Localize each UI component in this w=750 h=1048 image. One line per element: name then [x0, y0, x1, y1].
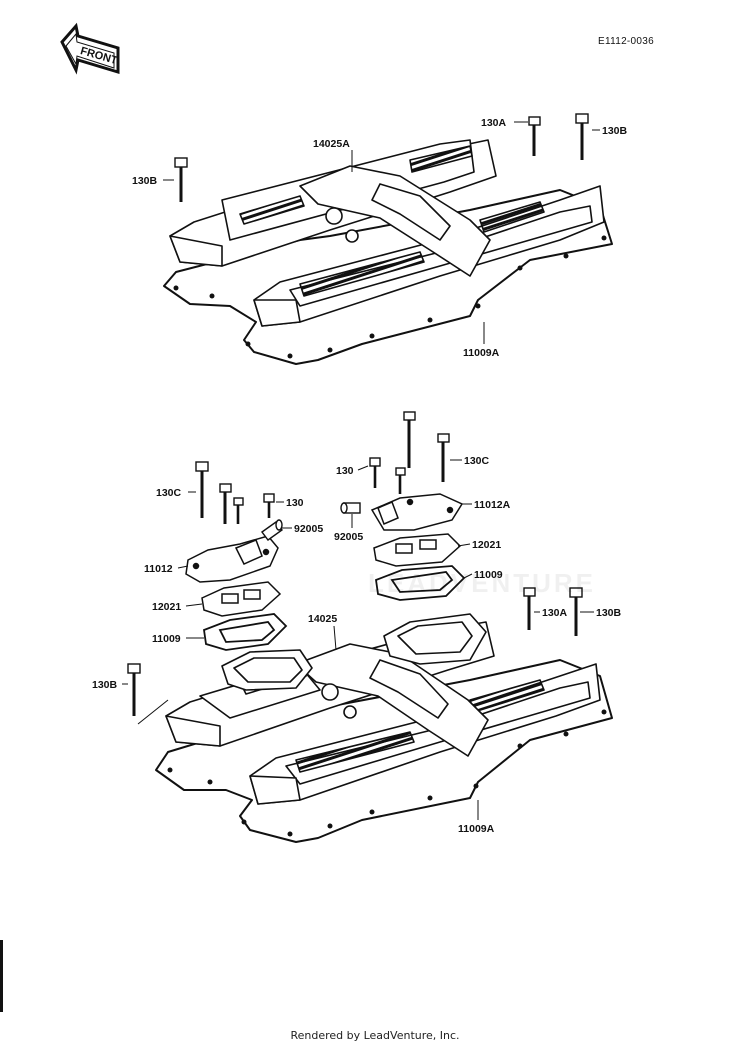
bolt-130B-upper-left — [174, 157, 188, 202]
reed-valve-12021-right — [373, 533, 462, 567]
label-11009-right: 11009 — [474, 569, 503, 581]
bolt-130-right-a — [369, 457, 381, 488]
label-130-right: 130 — [336, 465, 354, 477]
lower-gasket-11009A — [155, 659, 613, 843]
label-92005-left: 92005 — [294, 523, 323, 535]
upper-cylinder-head-cover — [163, 139, 613, 365]
label-130-left: 130 — [286, 497, 304, 509]
bolt-130-left-c — [263, 493, 275, 518]
bolt-130-left-b — [233, 497, 244, 524]
bolt-130B-lower-left — [127, 663, 141, 716]
label-130B-upper-right: 130B — [602, 125, 628, 137]
reed-valve-12021 — [201, 581, 282, 617]
bolt-130A-upper — [528, 116, 541, 156]
gasket-11009-right — [375, 565, 466, 601]
label-11009A-lower: 11009A — [458, 823, 495, 835]
label-12021-right: 12021 — [472, 539, 501, 551]
reed-valve-cover-11012A — [370, 493, 464, 531]
bolt-130B-lower-right — [569, 587, 583, 636]
label-130C-left: 130C — [156, 487, 182, 499]
gasket-11009-left — [203, 613, 288, 651]
bolt-130-left-a — [219, 483, 232, 524]
bolt-130A-lower — [523, 587, 536, 630]
label-130B-lower-right: 130B — [596, 607, 622, 619]
label-130B-lower-left: 130B — [92, 679, 118, 691]
reed-valve-cover-11012 — [185, 535, 279, 583]
upper-leader-lines — [163, 121, 600, 344]
label-11012A: 11012A — [474, 499, 511, 511]
plug-92005-left — [261, 519, 283, 541]
label-14025: 14025 — [308, 613, 337, 625]
label-14025A: 14025A — [313, 138, 350, 150]
front-arrow-icon: FRONT — [60, 22, 120, 75]
lower-leader-lines — [122, 459, 594, 820]
bolt-130C-right-b — [437, 433, 450, 482]
bolts-lower — [127, 411, 583, 716]
watermark: LEADVENTURE — [368, 568, 597, 598]
plug-92005-right — [340, 502, 361, 514]
bolt-130C-right-a — [403, 411, 416, 468]
label-11009A-upper: 11009A — [463, 347, 500, 359]
label-130A-upper: 130A — [481, 117, 507, 129]
footer-credit: Rendered by LeadVenture, Inc. — [290, 1029, 460, 1042]
page-edge-mark — [0, 940, 3, 1012]
bolt-130B-upper-right — [575, 113, 589, 160]
label-130C-right: 130C — [464, 455, 490, 467]
lower-cylinder-head-cover — [155, 613, 613, 843]
label-11012: 11012 — [144, 563, 173, 575]
label-12021-left: 12021 — [152, 601, 181, 613]
label-130B-upper-left: 130B — [132, 175, 158, 187]
label-92005-right: 92005 — [334, 531, 363, 543]
document-id: E1112-0036 — [598, 36, 655, 47]
bolt-130-right-b — [395, 467, 406, 494]
label-11009-left: 11009 — [152, 633, 181, 645]
bolt-130C-left — [195, 461, 209, 518]
label-130A-lower: 130A — [542, 607, 568, 619]
